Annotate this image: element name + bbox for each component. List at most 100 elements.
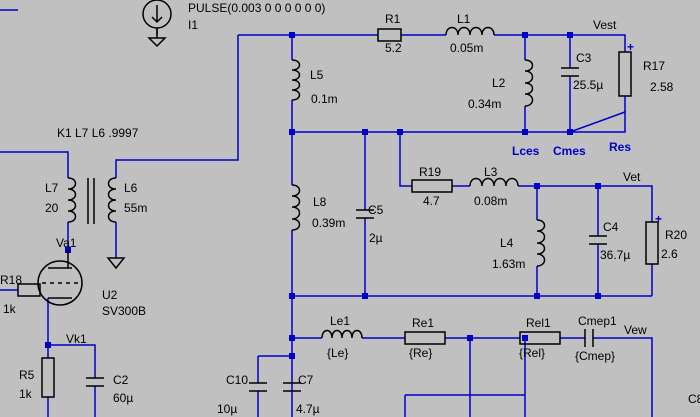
net-va1: Va1 (56, 236, 77, 250)
wire (115, 35, 239, 178)
label-res: Res (609, 140, 631, 154)
wire (593, 337, 653, 417)
junction-dot (289, 335, 295, 341)
inductor-le1[interactable] (321, 329, 363, 339)
r20-value: 2.6 (661, 247, 678, 261)
label-cmes: Cmes (553, 144, 586, 158)
l6-name: L6 (124, 181, 138, 195)
le1-name: Le1 (330, 314, 350, 328)
c10-value: 10µ (217, 402, 237, 416)
l8-name: L8 (313, 195, 327, 209)
net-vest: Vest (593, 18, 617, 32)
u2-value: SV300B (102, 304, 146, 318)
junction-dot (289, 32, 295, 38)
c10-name: C10 (226, 373, 248, 387)
current-source-i1[interactable] (142, 0, 172, 48)
polarity-plus-r20: + (655, 212, 662, 226)
r19-value: 4.7 (423, 194, 440, 208)
l1-name: L1 (457, 12, 471, 26)
transformer-core (87, 178, 95, 224)
capacitor-c7[interactable] (283, 382, 301, 392)
c5-name: C5 (368, 203, 384, 217)
junction-dot (534, 293, 540, 299)
capacitor-c5[interactable] (356, 209, 374, 219)
wire (48, 344, 96, 378)
resistor-r17[interactable] (618, 51, 632, 97)
inductor-l6[interactable] (107, 177, 117, 223)
resistor-rel1[interactable] (519, 331, 561, 345)
ground-symbol (106, 257, 126, 270)
inductor-l2[interactable] (524, 59, 534, 107)
l7-name: L7 (45, 181, 59, 195)
polarity-plus: + (627, 40, 634, 54)
wires (0, 9, 653, 417)
l3-value: 0.08m (474, 194, 507, 208)
rel1-value: {Rel} (519, 346, 545, 360)
inductor-l3[interactable] (469, 177, 519, 187)
junction-dot (534, 183, 540, 189)
coupling-statement: K1 L7 L6 .9997 (57, 126, 139, 140)
junction-dot (289, 353, 295, 359)
c4-value: 36.7µ (600, 248, 630, 262)
le1-value: {Le} (327, 346, 348, 360)
junction-dot (362, 129, 368, 135)
r17-value: 2.58 (650, 80, 674, 94)
net-vew: Vew (624, 323, 647, 337)
inductor-l4[interactable] (536, 219, 546, 267)
triode-u2[interactable] (37, 250, 83, 306)
resistor-r18[interactable] (17, 283, 41, 297)
resistor-r20[interactable] (645, 221, 659, 265)
r18-value: 1k (3, 302, 17, 316)
c8-name: C8 (688, 392, 700, 406)
junction-dot (522, 32, 528, 38)
label-lces: Lces (512, 144, 540, 158)
c7-value: 4.7µ (296, 402, 320, 416)
r17-name: R17 (643, 59, 665, 73)
r1-name: R1 (385, 12, 401, 26)
junction-dot (595, 183, 601, 189)
junction-dot (522, 129, 528, 135)
wire (494, 34, 626, 52)
capacitor-c2[interactable] (86, 377, 104, 387)
junction-dot (289, 293, 295, 299)
i1-name: I1 (188, 18, 198, 32)
resistor-r19[interactable] (411, 179, 453, 193)
re1-name: Re1 (412, 316, 434, 330)
rel1-name: Rel1 (526, 316, 551, 330)
l8-value: 0.39m (312, 216, 345, 230)
capacitor-c10[interactable] (249, 382, 267, 392)
capacitor-cmep1[interactable] (584, 329, 594, 347)
c2-value: 60µ (113, 391, 133, 405)
inductor-l5[interactable] (291, 59, 301, 101)
c3-name: C3 (576, 51, 592, 65)
junction-dot (595, 293, 601, 299)
l5-name: L5 (310, 68, 324, 82)
net-vet: Vet (623, 170, 641, 184)
junction-dot (467, 335, 473, 341)
c5-value: 2µ (369, 231, 383, 245)
wire (0, 151, 69, 178)
junction-dot (522, 335, 528, 341)
junctions (45, 32, 601, 359)
resistor-r5[interactable] (41, 357, 55, 398)
inductor-l7[interactable] (67, 177, 77, 223)
capacitor-c4[interactable] (589, 235, 607, 245)
inductor-l1[interactable] (445, 26, 495, 36)
r20-name: R20 (665, 228, 687, 242)
junction-dot (362, 293, 368, 299)
cmep1-name: Cmep1 (578, 314, 617, 328)
net-vk1: Vk1 (66, 332, 87, 346)
l2-name: L2 (492, 76, 506, 90)
c3-value: 25.5µ (573, 78, 603, 92)
c7-name: C7 (298, 373, 314, 387)
junction-dot (289, 129, 295, 135)
i1-value: PULSE(0.003 0 0 0 0 0 0) (188, 1, 325, 15)
wire (399, 132, 412, 187)
resistor-r1[interactable] (377, 28, 402, 42)
u2-name: U2 (102, 288, 118, 302)
inductor-l8[interactable] (291, 184, 301, 231)
resistor-re1[interactable] (404, 331, 446, 345)
capacitor-c3[interactable] (561, 67, 579, 77)
